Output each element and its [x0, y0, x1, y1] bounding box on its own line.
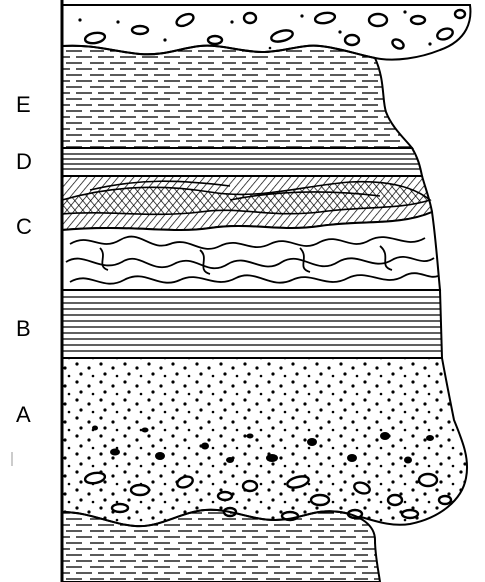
- layer-label-e: E: [16, 94, 31, 116]
- layer-label-d: D: [16, 151, 32, 173]
- layer-e-shale: [62, 46, 412, 148]
- layer-label-c: C: [16, 216, 32, 238]
- layer-d-laminae: [62, 148, 422, 176]
- layer-label-b: B: [16, 318, 31, 340]
- layer-label-a: A: [16, 404, 31, 426]
- layer-a-graded: [62, 358, 467, 526]
- bottom-shale: [62, 510, 380, 582]
- layer-b-laminae: [62, 290, 442, 358]
